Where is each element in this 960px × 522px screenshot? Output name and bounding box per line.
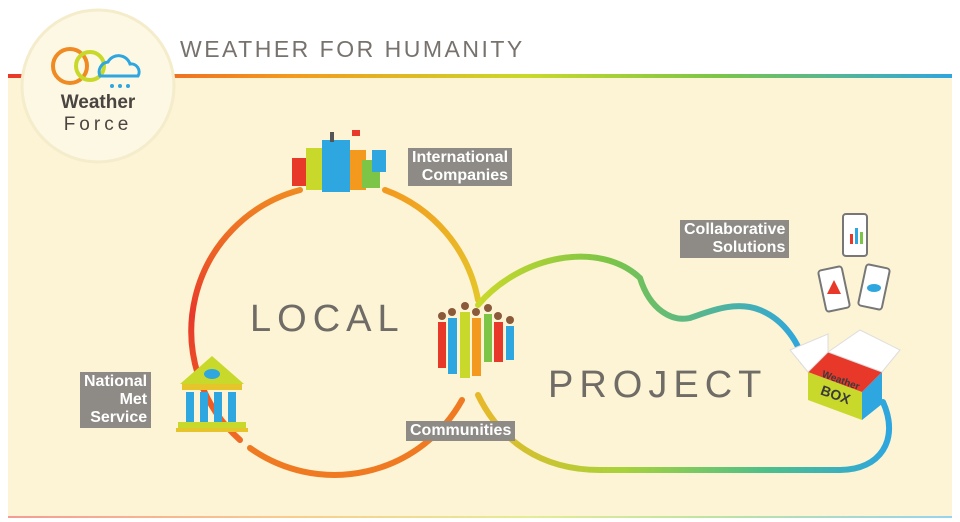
logo-text-force: Force	[63, 114, 133, 135]
collaborative-solutions-line2: Solutions	[712, 239, 786, 256]
national-met-service-label: National Met Service	[80, 372, 152, 428]
weather-force-logo	[20, 8, 176, 164]
national-met-service-line2: Met	[119, 391, 148, 408]
international-companies-label: International Companies	[408, 148, 513, 186]
international-companies-line1: International	[412, 149, 509, 166]
city-buildings-icon	[292, 130, 386, 192]
page-title: WEATHER FOR HUMANITY	[180, 36, 525, 62]
international-companies-line2: Companies	[421, 167, 509, 184]
national-met-service-line1: National	[84, 373, 148, 390]
communities-label: Communities	[406, 421, 516, 441]
sun-cloud-rain-logo-icon	[51, 47, 141, 88]
government-building-icon	[176, 356, 248, 432]
collaborative-solutions-label: Collaborative Solutions	[680, 220, 790, 258]
collaborative-solutions-line1: Collaborative	[684, 221, 786, 238]
crowd-icon	[438, 302, 514, 378]
local-label: LOCAL	[250, 298, 405, 340]
project-label: PROJECT	[548, 364, 768, 406]
header-gradient-bar	[8, 74, 952, 78]
national-met-service-line3: Service	[90, 409, 148, 426]
weather-box-icon	[789, 329, 901, 420]
footer-gradient-bar	[8, 516, 952, 518]
smartphones-icon	[817, 213, 891, 313]
logo-text-weather: Weather	[60, 92, 136, 113]
